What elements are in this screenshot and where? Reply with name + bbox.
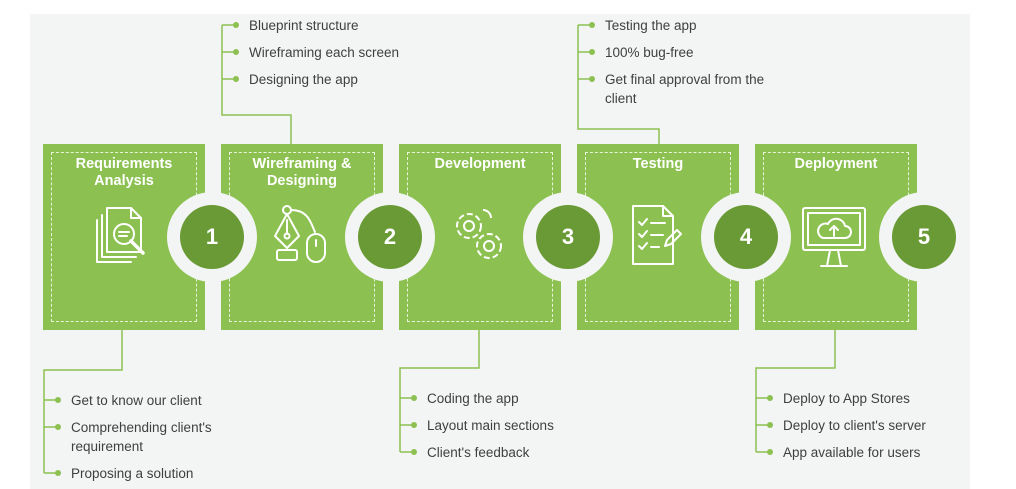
- step-number-5: 5: [892, 205, 956, 269]
- detail-item: Testing the app: [605, 18, 697, 33]
- detail-item: Get to know our client: [71, 393, 202, 408]
- detail-item: Coding the app: [427, 391, 519, 406]
- step-title: Development: [434, 156, 526, 172]
- step-title: Wireframing & Designing: [252, 156, 352, 189]
- detail-item: Get final approval from the client: [605, 72, 765, 106]
- step-title: Requirements Analysis: [75, 156, 173, 189]
- detail-item: Layout main sections: [427, 418, 554, 433]
- step-number-4: 4: [714, 205, 778, 269]
- checklist-icon: [632, 205, 682, 265]
- detail-item: Proposing a solution: [71, 466, 194, 481]
- detail-item: Deploy to App Stores: [783, 391, 910, 406]
- detail-item: Comprehending client's requirement: [71, 420, 212, 454]
- cloud-monitor-icon: [802, 207, 866, 267]
- step-number-3: 3: [536, 205, 600, 269]
- step-title: Testing: [632, 156, 684, 172]
- gears-icon: [456, 209, 502, 259]
- detail-item: 100% bug-free: [605, 45, 694, 60]
- detail-item: Wireframing each screen: [249, 45, 400, 60]
- detail-item: Client's feedback: [427, 445, 530, 460]
- step-title: Deployment: [794, 156, 878, 172]
- detail-item: Deploy to client's server: [783, 418, 926, 433]
- detail-item: Blueprint structure: [249, 18, 359, 33]
- step-number-1: 1: [180, 205, 244, 269]
- detail-item: Designing the app: [249, 72, 358, 87]
- document-search-icon: [96, 207, 145, 263]
- step-number-2: 2: [358, 205, 422, 269]
- pen-tool-mouse-icon: [274, 205, 326, 263]
- detail-item: App available for users: [783, 445, 921, 460]
